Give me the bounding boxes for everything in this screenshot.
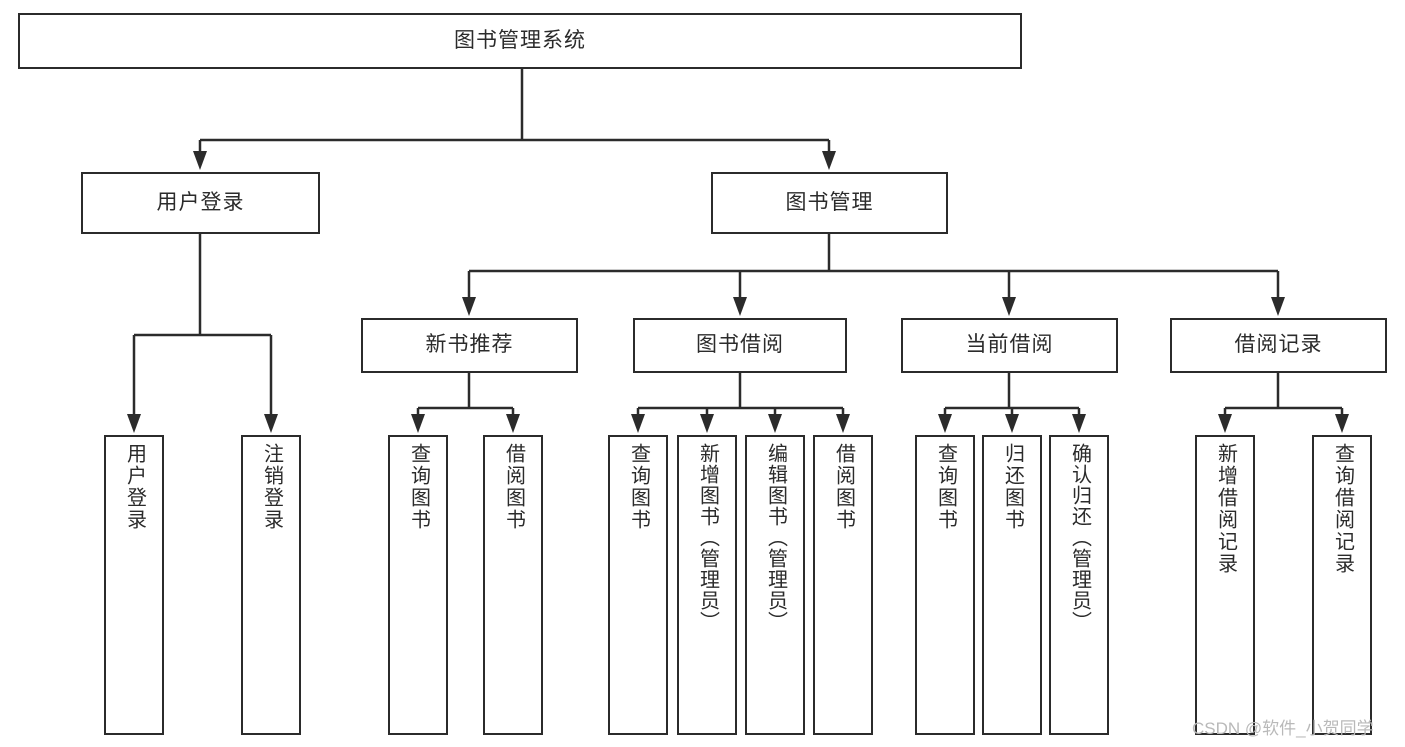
node-book-manage[interactable]: 图书管理 (711, 172, 948, 234)
node-label-new-book-rec: 新书推荐 (425, 333, 514, 357)
arrowhead-currentborrow-to-leaves-2 (1072, 414, 1086, 433)
node-book-borrow[interactable]: 图书借阅 (633, 318, 847, 373)
node-label-borrow-record: 借阅记录 (1234, 333, 1323, 357)
arrowhead-root-to-level2-1 (822, 151, 836, 170)
node-label-leaf-edit-book: 编辑图书（管理员） (764, 443, 787, 632)
node-label-leaf-user-logout: 注销登录 (260, 443, 283, 531)
node-label-leaf-query-book-cur: 查询图书 (934, 443, 957, 531)
node-current-borrow[interactable]: 当前借阅 (901, 318, 1118, 373)
node-label-root: 图书管理系统 (454, 28, 586, 52)
node-leaf-confirm-return[interactable]: 确认归还（管理员） (1049, 435, 1109, 735)
arrowhead-newbookrec-to-leaves-1 (506, 414, 520, 433)
node-leaf-add-book[interactable]: 新增图书（管理员） (677, 435, 737, 735)
node-leaf-borrow-book-bor[interactable]: 借阅图书 (813, 435, 873, 735)
arrowhead-bookborrow-to-leaves-0 (631, 414, 645, 433)
arrowhead-bookmanage-to-level3-1 (733, 297, 747, 316)
node-label-leaf-query-book-bor: 查询图书 (627, 443, 650, 531)
node-label-leaf-borrow-book-bor: 借阅图书 (832, 443, 855, 531)
node-label-current-borrow: 当前借阅 (965, 333, 1054, 357)
node-label-leaf-query-record: 查询借阅记录 (1331, 443, 1354, 575)
node-label-leaf-add-book: 新增图书（管理员） (696, 443, 719, 632)
arrowhead-root-to-level2-0 (193, 151, 207, 170)
arrowhead-userlogin-to-leaves-1 (264, 414, 278, 433)
node-label-leaf-add-record: 新增借阅记录 (1214, 443, 1237, 575)
node-root[interactable]: 图书管理系统 (18, 13, 1022, 69)
node-user-login[interactable]: 用户登录 (81, 172, 320, 234)
node-leaf-add-record[interactable]: 新增借阅记录 (1195, 435, 1255, 735)
arrowhead-userlogin-to-leaves-0 (127, 414, 141, 433)
arrowhead-borrowrecord-to-leaves-1 (1335, 414, 1349, 433)
node-label-book-manage: 图书管理 (785, 190, 874, 214)
node-label-leaf-confirm-return: 确认归还（管理员） (1068, 443, 1091, 632)
node-label-leaf-query-book-rec: 查询图书 (407, 443, 430, 531)
node-leaf-user-logout[interactable]: 注销登录 (241, 435, 301, 735)
node-label-leaf-borrow-book-rec: 借阅图书 (502, 443, 525, 531)
arrowhead-newbookrec-to-leaves-0 (411, 414, 425, 433)
arrowhead-bookborrow-to-leaves-3 (836, 414, 850, 433)
node-leaf-query-book-rec[interactable]: 查询图书 (388, 435, 448, 735)
node-new-book-rec[interactable]: 新书推荐 (361, 318, 578, 373)
arrowhead-bookmanage-to-level3-0 (462, 297, 476, 316)
arrowhead-currentborrow-to-leaves-1 (1005, 414, 1019, 433)
node-leaf-return-book[interactable]: 归还图书 (982, 435, 1042, 735)
node-label-leaf-return-book: 归还图书 (1001, 443, 1024, 531)
node-borrow-record[interactable]: 借阅记录 (1170, 318, 1387, 373)
node-leaf-query-book-bor[interactable]: 查询图书 (608, 435, 668, 735)
node-leaf-query-record[interactable]: 查询借阅记录 (1312, 435, 1372, 735)
node-leaf-borrow-book-rec[interactable]: 借阅图书 (483, 435, 543, 735)
watermark-label: CSDN @软件_小贺同学 (1192, 719, 1374, 738)
arrowhead-bookborrow-to-leaves-2 (768, 414, 782, 433)
node-label-leaf-user-login: 用户登录 (123, 443, 146, 531)
arrowhead-borrowrecord-to-leaves-0 (1218, 414, 1232, 433)
node-leaf-edit-book[interactable]: 编辑图书（管理员） (745, 435, 805, 735)
arrowhead-bookborrow-to-leaves-1 (700, 414, 714, 433)
node-label-book-borrow: 图书借阅 (696, 333, 784, 357)
arrowhead-bookmanage-to-level3-2 (1002, 297, 1016, 316)
arrowhead-currentborrow-to-leaves-0 (938, 414, 952, 433)
node-label-user-login: 用户登录 (156, 190, 245, 214)
arrowhead-bookmanage-to-level3-3 (1271, 297, 1285, 316)
node-leaf-query-book-cur[interactable]: 查询图书 (915, 435, 975, 735)
node-leaf-user-login[interactable]: 用户登录 (104, 435, 164, 735)
